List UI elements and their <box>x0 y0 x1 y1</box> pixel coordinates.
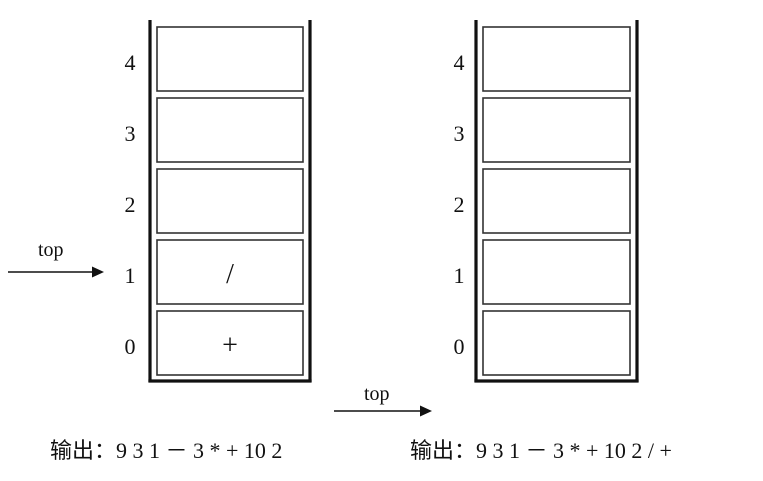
right-stack-slot-3: 3 <box>454 97 631 163</box>
right-stack-index-4: 4 <box>454 50 465 75</box>
left-stack-slot-4: 4 <box>125 26 304 92</box>
left-top-pointer: top <box>8 239 104 278</box>
left-stack-cell-3 <box>156 97 304 163</box>
right-stack: 4 3 2 1 0 top 输出：9 3 1 － 3 <box>334 20 672 463</box>
right-stack-index-0: 0 <box>454 334 465 359</box>
right-stack-index-1: 1 <box>454 263 465 288</box>
right-stack-cell-0 <box>482 310 631 376</box>
left-stack-slot-2: 2 <box>125 168 304 234</box>
left-output: 输出：9 3 1 － 3 * + 10 2 <box>50 438 282 463</box>
right-output: 输出：9 3 1 － 3 * + 10 2 / + <box>410 438 672 463</box>
right-top-label: top <box>364 383 390 405</box>
left-stack-slot-0: 0 + <box>125 310 304 376</box>
right-stack-cell-1 <box>482 239 631 305</box>
left-stack-cell-1 <box>156 239 304 305</box>
left-stack: 4 3 2 1 / 0 + top 输出：9 3 1 － <box>8 20 312 463</box>
left-stack-index-2: 2 <box>125 192 136 217</box>
left-stack-cell-4 <box>156 26 304 92</box>
right-stack-slot-1: 1 <box>454 239 631 305</box>
left-stack-value-1: / <box>226 259 234 290</box>
left-stack-index-3: 3 <box>125 121 136 146</box>
right-stack-cell-4 <box>482 26 631 92</box>
right-stack-cell-3 <box>482 97 631 163</box>
left-stack-value-0: + <box>222 330 238 361</box>
right-stack-index-3: 3 <box>454 121 465 146</box>
left-stack-index-4: 4 <box>125 50 136 75</box>
left-top-arrow-head <box>92 266 104 278</box>
left-stack-cell-2 <box>156 168 304 234</box>
right-top-pointer: top <box>334 383 432 417</box>
right-stack-cell-2 <box>482 168 631 234</box>
left-top-label: top <box>38 239 64 261</box>
right-stack-slot-4: 4 <box>454 26 631 92</box>
right-stack-slot-0: 0 <box>454 310 631 376</box>
left-stack-index-1: 1 <box>125 263 136 288</box>
right-stack-slot-2: 2 <box>454 168 631 234</box>
right-top-arrow-head <box>420 405 432 417</box>
left-stack-slot-3: 3 <box>125 97 304 163</box>
left-stack-cell-0 <box>156 310 304 376</box>
right-stack-index-2: 2 <box>454 192 465 217</box>
left-stack-slot-1: 1 / <box>125 239 304 305</box>
left-stack-index-0: 0 <box>125 334 136 359</box>
